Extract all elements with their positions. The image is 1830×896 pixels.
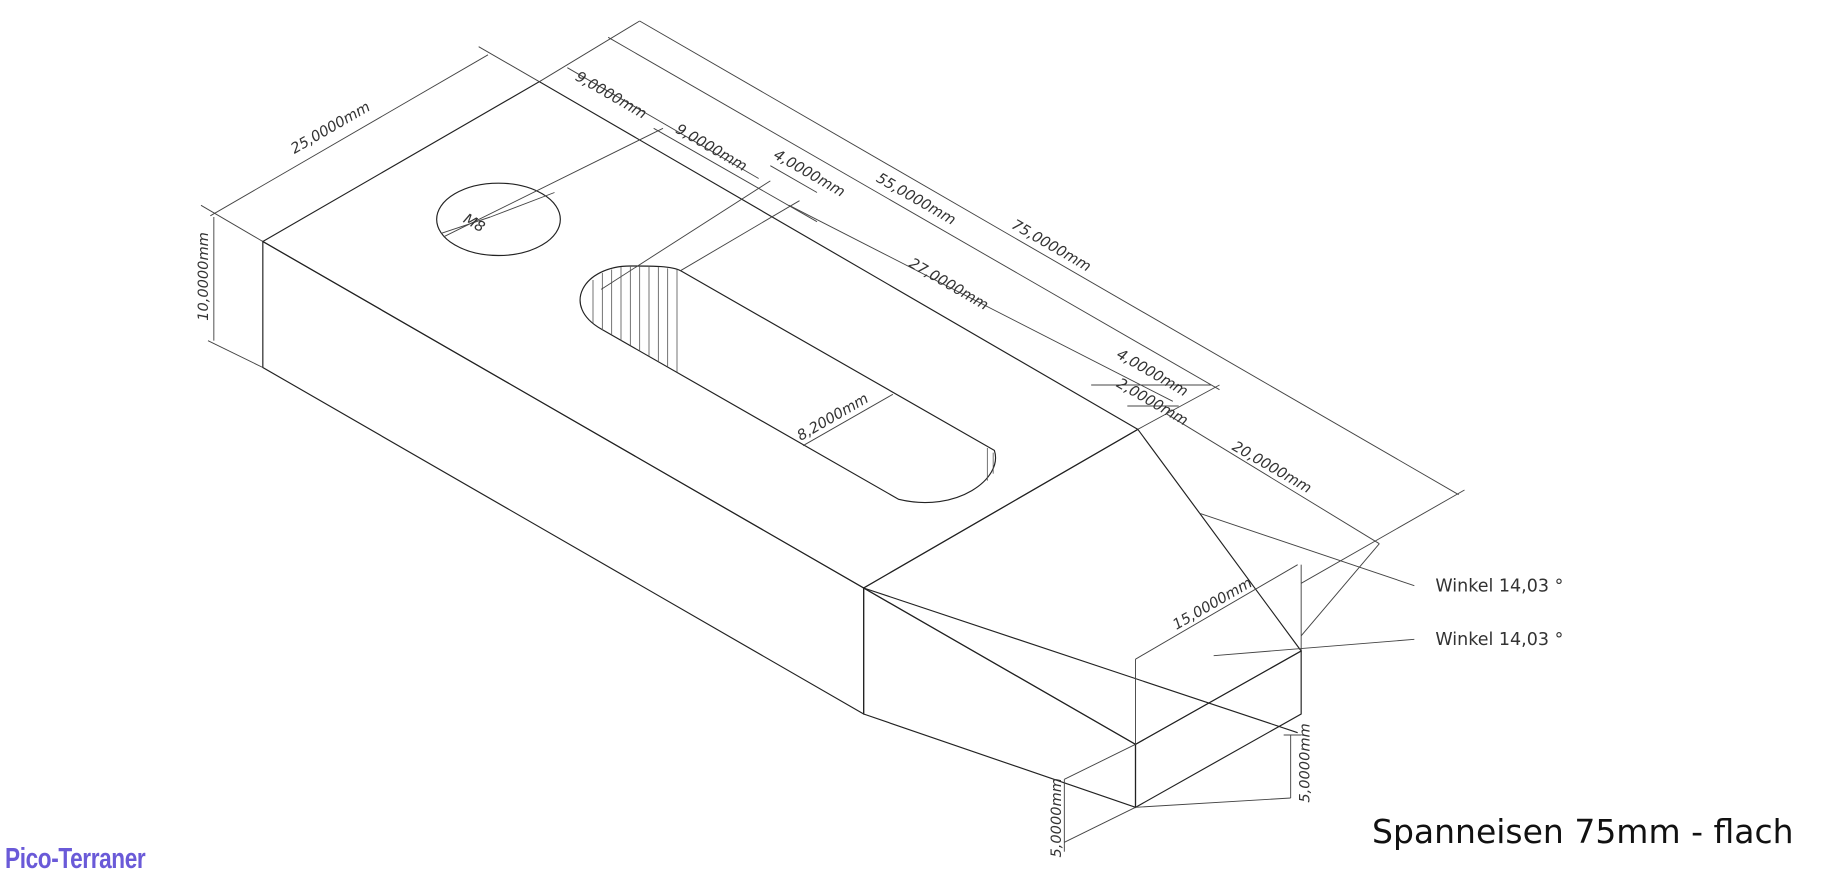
m8-hole	[436, 182, 561, 257]
chamfer-side-face	[863, 586, 1137, 809]
dim-label-length-75: 75,0000mm	[1009, 216, 1094, 275]
dim-label-height: 10,0000mm	[195, 232, 212, 321]
dim-label-thread: M8	[460, 210, 487, 236]
dim-label-tip-width: 15,0000mm	[1170, 574, 1255, 633]
dim-label-slot-start: 4,0000mm	[771, 146, 848, 200]
dim-label-length-55: 55,0000mm	[873, 170, 958, 229]
edge-line	[863, 587, 1298, 734]
logo: Pico-Terraner	[5, 843, 146, 875]
drawing-title: Spanneisen 75mm - flach	[1372, 812, 1794, 851]
angle-callout: Winkel 14,03 °	[1435, 630, 1563, 650]
dimension-lines	[200, 20, 1465, 852]
slot-hatch	[592, 266, 994, 481]
slot	[579, 265, 997, 504]
top-face	[261, 80, 1139, 589]
dim-label-slot-width: 8,2000mm	[794, 390, 871, 444]
front-face	[262, 240, 865, 716]
callout-leader	[1213, 638, 1415, 657]
dim-label-hole-offset: 9,0000mm	[572, 68, 649, 122]
dim-label-slot-length: 27,0000mm	[906, 255, 991, 314]
end-face	[1134, 650, 1302, 809]
callout-leader	[1199, 512, 1415, 587]
angle-callout: Winkel 14,03 °	[1435, 577, 1563, 597]
dim-label-tip-height: 5,0000mm	[1048, 778, 1065, 857]
dim-label-tip-height: 5,0000mm	[1296, 723, 1313, 802]
dim-label-hole-offset: 9,0000mm	[673, 121, 750, 175]
dim-label-width: 25,0000mm	[288, 98, 373, 157]
dim-label-length-20: 20,0000mm	[1229, 438, 1314, 497]
